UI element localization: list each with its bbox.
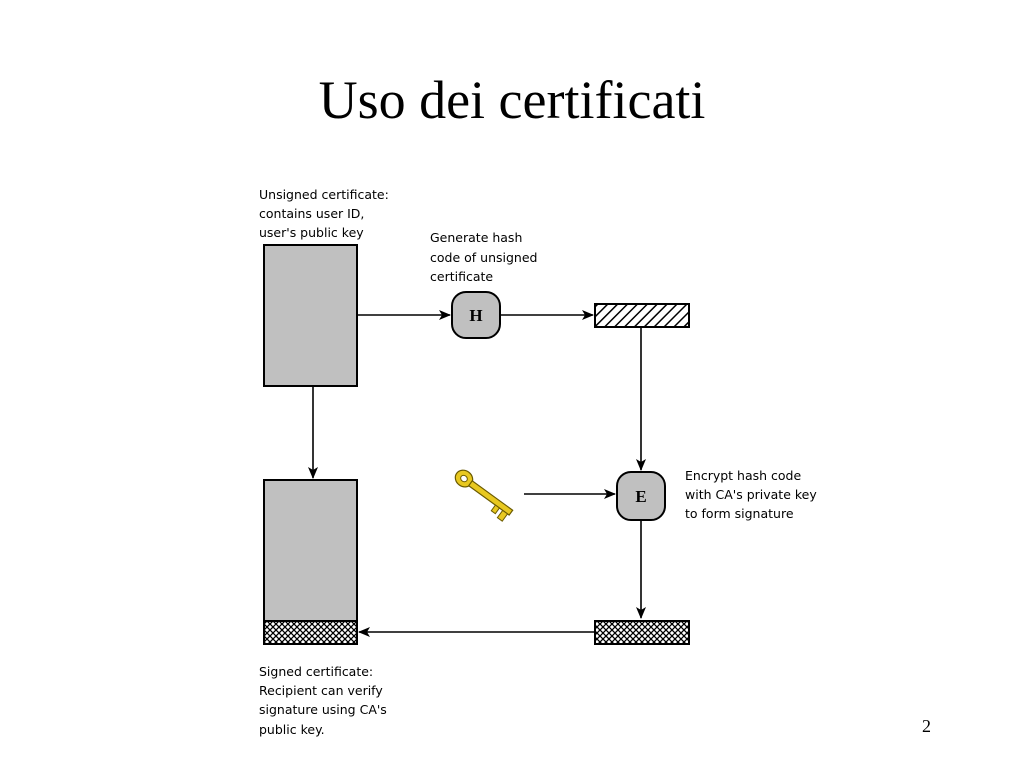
signed-certificate-signature <box>263 620 358 645</box>
slide-title: Uso dei certificati <box>318 70 706 130</box>
hash-step-label: Generate hash code of unsigned certifica… <box>430 230 541 284</box>
signature-block <box>594 620 690 645</box>
signed-label-line-4: public key. <box>259 722 325 737</box>
signed-label-line-3: signature using CA's <box>259 702 387 717</box>
hash-label-line-1: Generate hash <box>430 230 522 245</box>
encrypt-node-letter: E <box>635 487 646 506</box>
hash-label-line-3: certificate <box>430 269 493 284</box>
key-icon <box>454 469 514 522</box>
signed-certificate-label: Signed certificate: Recipient can verify… <box>259 664 391 737</box>
unsigned-label-line-3: user's public key <box>259 225 364 240</box>
encrypt-label-line-3: to form signature <box>685 506 794 521</box>
signed-label-line-1: Signed certificate: <box>259 664 373 679</box>
unsigned-certificate-label: Unsigned certificate: contains user ID, … <box>259 187 393 240</box>
encrypt-step-label: Encrypt hash code with CA's private key … <box>685 468 821 521</box>
unsigned-label-line-2: contains user ID, <box>259 206 364 221</box>
hash-code-block <box>594 303 690 328</box>
hash-label-line-2: code of unsigned <box>430 250 537 265</box>
signed-certificate-box <box>263 479 358 622</box>
encrypt-label-line-2: with CA's private key <box>685 487 817 502</box>
hash-node-letter: H <box>469 306 482 325</box>
encrypt-label-line-1: Encrypt hash code <box>685 468 801 483</box>
page-number: 2 <box>922 716 931 736</box>
signed-label-line-2: Recipient can verify <box>259 683 383 698</box>
unsigned-certificate-box <box>263 244 358 387</box>
unsigned-label-line-1: Unsigned certificate: <box>259 187 389 202</box>
